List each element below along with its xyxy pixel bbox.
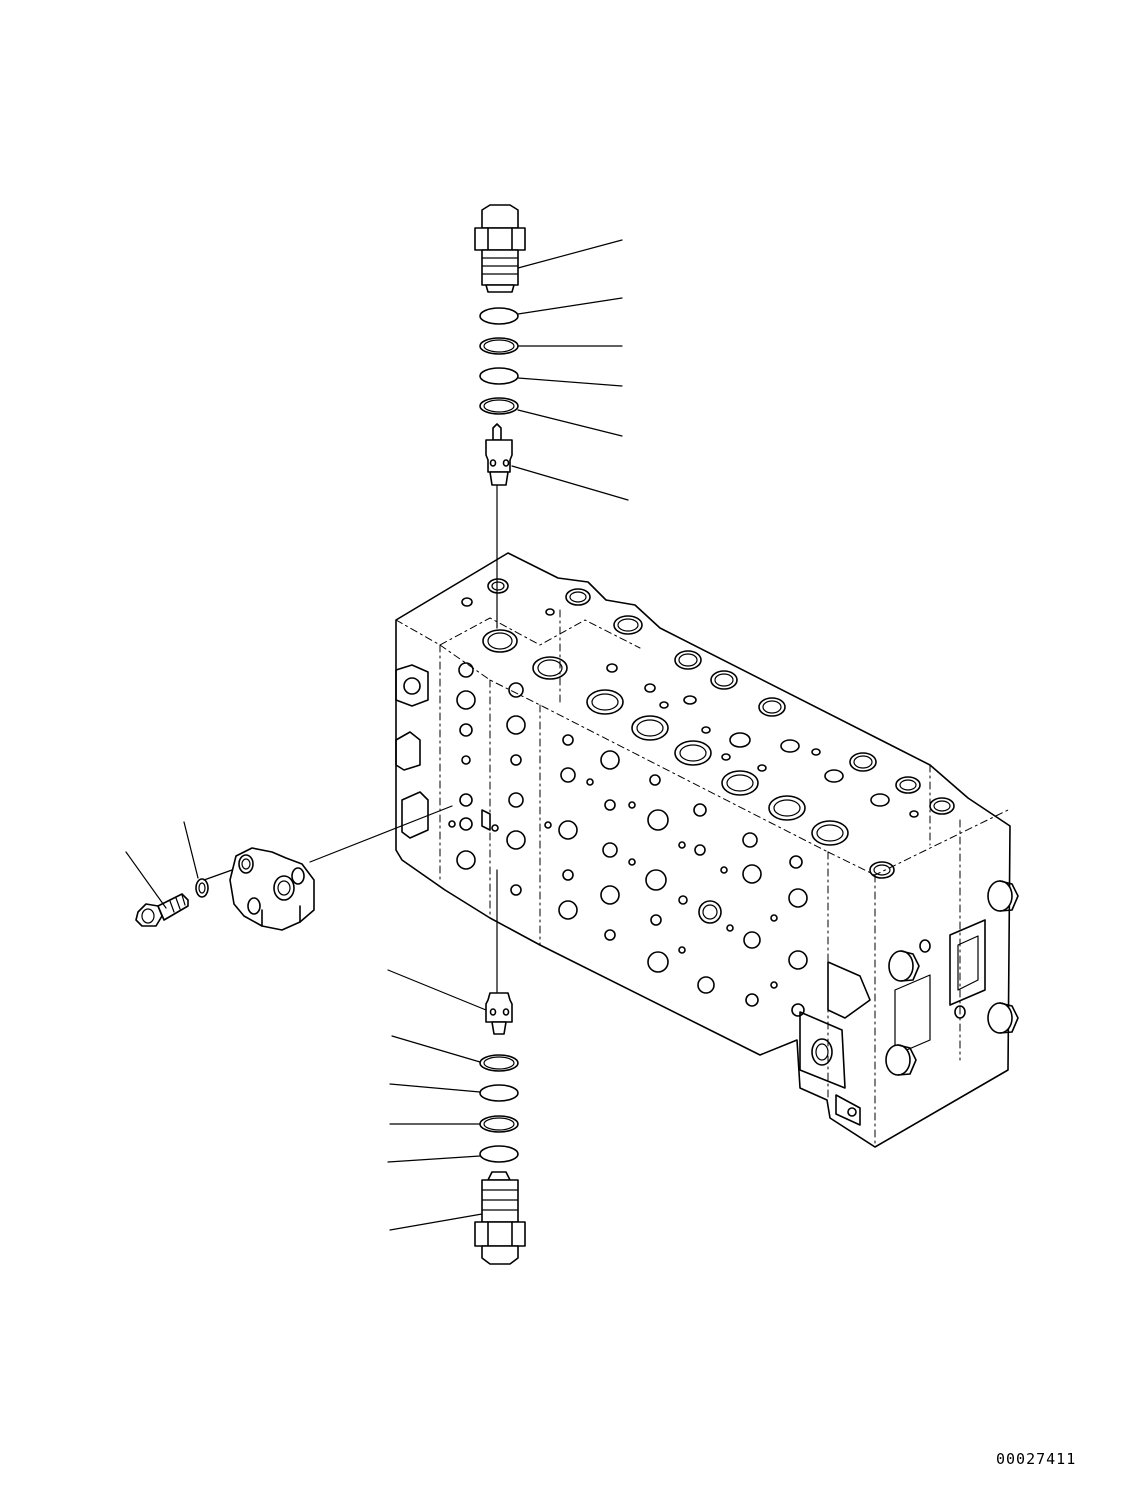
top-o-ring-2 [479, 367, 519, 385]
drawing-reference-number: 00027411 [996, 1450, 1077, 1468]
leader-lines [125, 239, 629, 1231]
bottom-o-ring-2 [479, 1145, 519, 1163]
bottom-backup-ring-2 [479, 1115, 519, 1133]
right-end-cap [799, 880, 1019, 1126]
control-valve-body [395, 552, 1019, 1148]
top-backup-ring-2 [479, 397, 519, 415]
top-poppet [485, 423, 513, 486]
bottom-o-ring-1 [479, 1084, 519, 1102]
bottom-backup-ring-1 [479, 1054, 519, 1072]
top-backup-ring-1 [479, 337, 519, 355]
bottom-poppet [485, 992, 513, 1035]
bottom-valve-plug [474, 1171, 526, 1265]
side-cover [229, 847, 315, 931]
left-end-cap [395, 664, 491, 839]
hex-bolt [135, 893, 189, 927]
side-assembly-axis [309, 805, 453, 863]
top-valve-plug [474, 204, 526, 293]
top-ports [461, 578, 955, 879]
washer [195, 878, 209, 898]
top-o-ring-1 [479, 307, 519, 325]
front-face-holes [456, 662, 808, 1017]
